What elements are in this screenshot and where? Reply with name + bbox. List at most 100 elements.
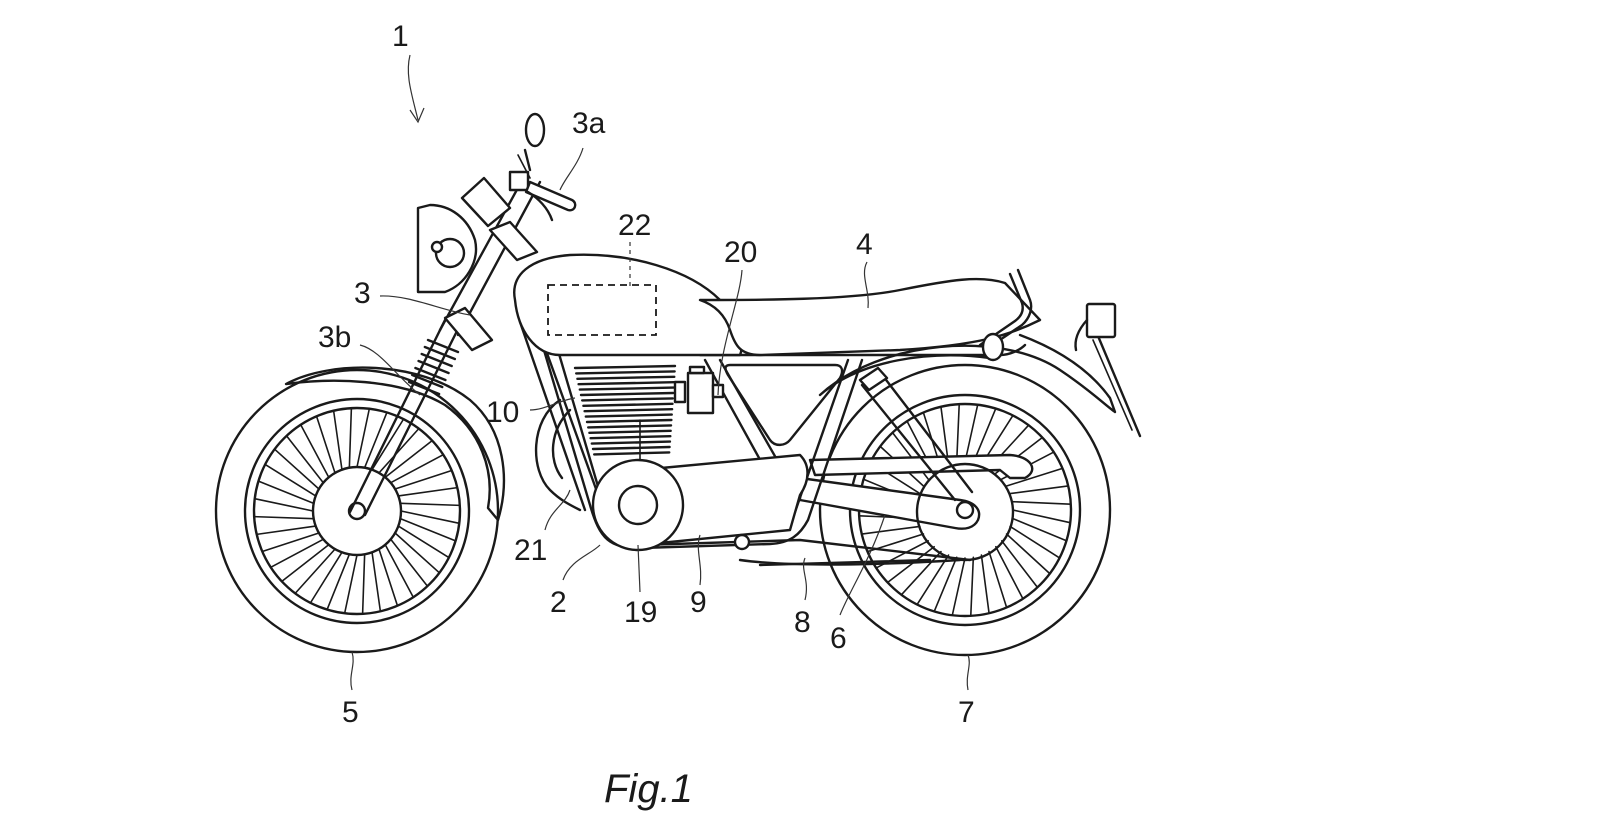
spoke — [269, 538, 325, 569]
leader-5 — [350, 651, 354, 691]
cylinder-fin — [588, 429, 672, 434]
spoke — [264, 463, 317, 497]
spoke — [1009, 525, 1061, 559]
spoke — [285, 435, 325, 484]
figure-caption: Fig.1 — [604, 767, 693, 811]
spoke — [343, 554, 358, 615]
leader-21 — [544, 489, 571, 531]
spoke — [348, 407, 353, 469]
spoke — [951, 557, 966, 617]
carburetor — [686, 371, 715, 415]
arrow-1 — [409, 107, 425, 124]
label-22: 22 — [618, 209, 651, 242]
label-3a: 3a — [572, 107, 606, 140]
cylinder-fin — [579, 391, 675, 397]
cylinder-fin — [591, 445, 671, 451]
cylinder-fin — [590, 440, 672, 445]
cylinder-fin — [578, 386, 675, 391]
cylinder-fin — [587, 424, 673, 429]
headlight-bolt — [430, 240, 444, 254]
spoke — [940, 405, 950, 466]
label-3: 3 — [354, 277, 371, 310]
upper-bracket — [488, 220, 539, 262]
label-3b: 3b — [318, 321, 351, 354]
leader-4 — [863, 261, 869, 309]
cylinder-fin — [585, 418, 673, 424]
front-axle — [347, 501, 367, 521]
spoke — [969, 556, 975, 617]
spoke — [332, 409, 343, 471]
spoke — [389, 538, 429, 587]
spoke — [363, 411, 388, 469]
tail-light — [1085, 302, 1117, 339]
cylinder-fin — [573, 364, 677, 370]
spoke — [1012, 509, 1072, 524]
cylinder-fin — [577, 381, 676, 386]
crankshaft-cover — [591, 458, 685, 552]
spoke — [964, 403, 979, 463]
label-7: 7 — [958, 696, 975, 729]
spoke — [860, 525, 921, 535]
leader-7 — [966, 654, 970, 691]
spoke — [281, 543, 330, 583]
crankshaft-cover-inner — [617, 484, 659, 526]
leader-10 — [529, 397, 576, 411]
turn-signal-rear — [981, 332, 1005, 362]
front-wheel-spokes — [253, 407, 461, 615]
chain-lower-run — [738, 558, 962, 566]
spoke — [900, 550, 942, 596]
cylinder-fin — [584, 413, 673, 418]
lower-bracket — [443, 306, 494, 352]
rear-shock — [860, 370, 974, 502]
leader-3 — [379, 295, 471, 316]
spoke — [1000, 540, 1039, 589]
gaiter-ring — [411, 373, 444, 389]
spoke — [1011, 500, 1072, 506]
spoke — [356, 407, 371, 468]
chain-guard — [808, 453, 1034, 480]
spoke — [361, 553, 366, 615]
gaiter-ring — [426, 338, 460, 354]
spoke — [378, 427, 420, 474]
spoke — [378, 548, 399, 607]
cylinder-fin — [576, 375, 676, 380]
label-4: 4 — [856, 228, 873, 261]
leader-9 — [697, 534, 702, 586]
cylinder-fin — [581, 397, 675, 402]
spoke — [261, 532, 320, 553]
spoke — [273, 448, 320, 490]
spoke — [299, 423, 330, 479]
leader-1 — [407, 54, 419, 121]
label-1: 1 — [392, 20, 409, 53]
cylinder-fin — [593, 451, 671, 456]
label-6: 6 — [830, 622, 847, 655]
leader-19 — [637, 544, 641, 593]
mirror — [524, 112, 546, 148]
spoke — [1009, 485, 1070, 495]
spoke — [886, 545, 935, 584]
carburetor-top — [688, 365, 706, 375]
spoke — [253, 515, 315, 520]
spoke — [980, 554, 990, 615]
label-2: 2 — [550, 586, 567, 619]
leader-3a — [559, 147, 584, 191]
spoke — [400, 510, 461, 525]
fuel-tank — [513, 253, 743, 357]
label-5: 5 — [342, 696, 359, 729]
spoke — [389, 453, 445, 484]
fork-gaiter — [407, 338, 460, 396]
spoke — [384, 543, 415, 599]
grab-rail — [978, 268, 1033, 352]
mirror-stem-2 — [517, 154, 531, 179]
label-21: 21 — [514, 534, 547, 567]
spoke — [253, 497, 314, 512]
intake-joint — [673, 380, 687, 404]
spoke — [255, 525, 317, 536]
leader-20 — [717, 269, 743, 396]
fuel-tank-internal-unit — [547, 284, 657, 336]
spoke — [294, 548, 336, 595]
label-20: 20 — [724, 236, 757, 269]
leader-8 — [802, 557, 808, 601]
brake-lever — [526, 190, 554, 222]
